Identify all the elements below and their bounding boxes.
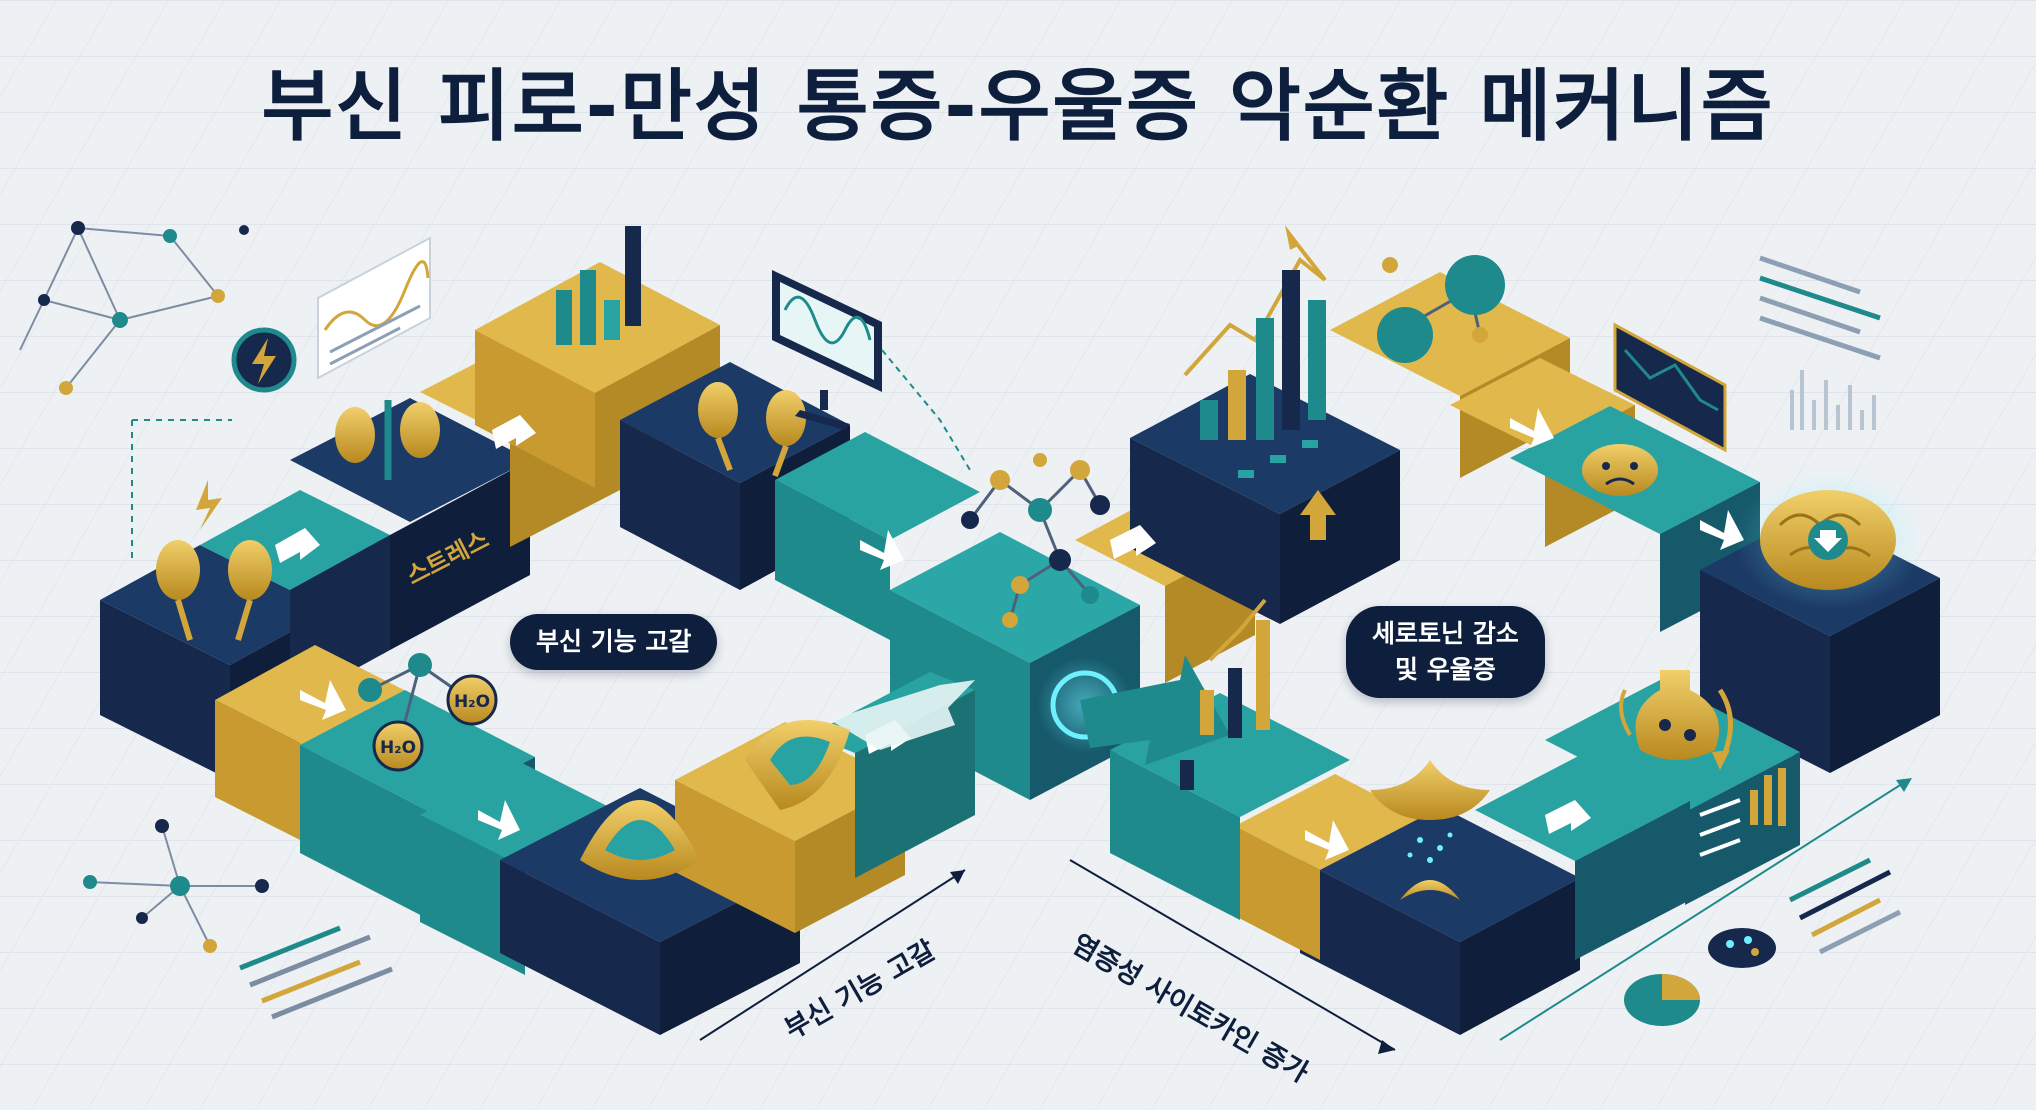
network-nodes [38,221,249,395]
brain-icon [1735,470,1925,610]
adrenal-depletion-text: 부신 기능 고갈 [536,627,692,656]
network-disc-icon [1708,928,1776,968]
gland-icon-2 [745,720,850,810]
h2o-label-2: H₂O [380,738,416,758]
flask-icon [1619,670,1733,770]
chart-panel-icon [317,236,431,380]
network-icon-2 [89,825,262,947]
network-icon [19,227,219,389]
rising-chart-icon [1183,225,1327,478]
h2o-label-1: H₂O [454,692,490,712]
block-teal-right-4 [1475,750,1690,960]
dark-chart-panel-icon [1613,322,1727,453]
kidney-icon-3 [698,382,806,478]
decor-stripes-left [239,925,393,1020]
block-teal-2 [775,432,980,640]
lightning-badge-icon [231,327,297,393]
mini-bars-icon [1699,768,1786,857]
bar-chart-icon-2 [1180,598,1270,790]
h2o-icon [358,653,498,772]
block-gold-right-3 [1235,774,1420,960]
decor-panel-right [1759,255,1881,361]
decor-stripes-right [1788,857,1902,955]
sad-face-icon [1582,444,1658,496]
arrow-icons [275,408,1744,860]
adrenal-depletion-badge: 부신 기능 고갈 [510,614,718,670]
serotonin-text-line2: 및 우울증 [1395,655,1496,684]
path-arrow-right [1069,859,1396,1054]
kidney-icon-2 [335,400,440,480]
page-title: 부신 피로-만성 통증-우울증 악순환 메커니즘 [261,62,1775,152]
serotonin-depression-badge: 세로토닌 감소 및 우울증 [1346,606,1545,698]
synapse-icon [1370,760,1490,900]
bar-chart-icon-1 [556,226,641,345]
serotonin-text-line1: 세로토닌 감소 [1372,619,1519,648]
decor-bars-right [1790,370,1876,430]
molecule-icon-2 [1377,255,1505,363]
big-arrow-left [1080,655,1230,765]
kidney-icon-1 [156,480,272,641]
path-arrow-far-right [1499,778,1912,1041]
block-navy-chart [1130,374,1400,624]
arrow-into-hub [830,680,975,750]
molecule-icon [961,453,1110,628]
pie-chart-icon [1624,974,1700,1026]
path-arrow-left [699,869,966,1041]
gland-icon-1 [580,800,700,880]
monitor-icon [772,270,882,430]
